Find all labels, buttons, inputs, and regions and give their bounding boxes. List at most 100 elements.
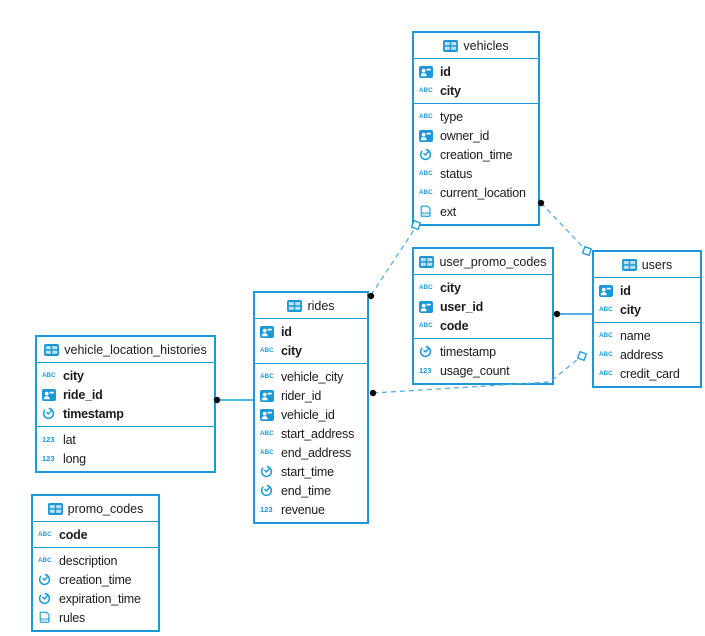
id-type-icon <box>419 300 436 313</box>
table-header[interactable]: promo_codes <box>33 496 158 522</box>
column-name: vehicle_id <box>281 407 335 422</box>
column-name: creation_time <box>59 572 132 587</box>
table-user_promo_codes[interactable]: user_promo_codes ABC city user_id ABC co… <box>412 247 554 385</box>
table-name: vehicle_location_histories <box>64 342 207 357</box>
column-name: vehicle_city <box>281 369 344 384</box>
column-name: end_address <box>281 445 352 460</box>
column-name: lat <box>63 432 76 447</box>
text-type-icon: ABC <box>260 373 274 380</box>
fields-section: 123 lat 123 long <box>37 427 214 471</box>
text-type-icon: ABC <box>38 531 52 538</box>
table-name: vehicles <box>463 38 509 53</box>
column-row-id: id <box>255 322 367 341</box>
table-name: users <box>641 257 673 272</box>
table-vehicle_location_histories[interactable]: vehicle_location_histories ABC city ride… <box>35 335 216 473</box>
column-row-rules: JSON rules <box>33 608 158 627</box>
table-rides[interactable]: rides id ABC city ABC vehicle_city rider… <box>253 291 369 524</box>
table-icon <box>419 255 435 268</box>
id-type-icon <box>260 389 277 402</box>
primary-key-section: id ABC city <box>414 59 538 104</box>
column-row-timestamp: timestamp <box>37 404 214 423</box>
timestamp-type-icon <box>42 407 59 420</box>
endpoint-dot <box>553 310 561 318</box>
column-row-city: ABC city <box>414 278 552 297</box>
timestamp-type-icon <box>38 573 55 586</box>
number-type-icon: 123 <box>42 435 55 444</box>
text-type-icon: ABC <box>599 332 613 339</box>
column-row-city: ABC city <box>594 300 700 319</box>
timestamp-type-icon <box>419 345 436 358</box>
text-type-icon: ABC <box>599 370 613 377</box>
column-row-expiration_time: expiration_time <box>33 589 158 608</box>
column-name: usage_count <box>440 363 510 378</box>
column-row-code: ABC code <box>33 525 158 544</box>
table-icon <box>443 39 459 52</box>
column-row-description: ABC description <box>33 551 158 570</box>
column-row-creation_time: creation_time <box>33 570 158 589</box>
column-row-id: id <box>594 281 700 300</box>
json-type-icon: JSON <box>38 611 55 624</box>
table-icon <box>47 502 63 515</box>
text-type-icon: ABC <box>599 351 613 358</box>
primary-key-section: ABC city ride_id timestamp <box>37 363 214 427</box>
column-name: ride_id <box>63 387 103 402</box>
column-row-ride_id: ride_id <box>37 385 214 404</box>
table-header[interactable]: rides <box>255 293 367 319</box>
column-row-type: ABC type <box>414 107 538 126</box>
table-icon <box>621 258 637 271</box>
column-name: expiration_time <box>59 591 141 606</box>
number-type-icon: 123 <box>260 505 273 514</box>
column-row-ext: JSON ext <box>414 202 538 221</box>
table-vehicles[interactable]: vehicles id ABC city ABC type owner_id c… <box>412 31 540 226</box>
table-name: user_promo_codes <box>439 254 547 269</box>
column-name: end_time <box>281 483 331 498</box>
column-row-revenue: 123 revenue <box>255 500 367 519</box>
table-header[interactable]: vehicle_location_histories <box>37 337 214 363</box>
column-name: address <box>620 347 664 362</box>
column-name: owner_id <box>440 128 490 143</box>
column-name: id <box>440 64 451 79</box>
column-name: city <box>620 302 641 317</box>
fields-section: ABC name ABC address ABC credit_card <box>594 323 700 386</box>
column-row-vehicle_id: vehicle_id <box>255 405 367 424</box>
timestamp-type-icon <box>260 484 277 497</box>
id-type-icon <box>599 284 616 297</box>
column-row-name: ABC name <box>594 326 700 345</box>
column-row-start_time: start_time <box>255 462 367 481</box>
relationship-user_promo_codes-users <box>553 310 592 318</box>
table-header[interactable]: users <box>594 252 700 278</box>
column-row-credit_card: ABC credit_card <box>594 364 700 383</box>
column-row-user_id: user_id <box>414 297 552 316</box>
column-row-city: ABC city <box>37 366 214 385</box>
text-type-icon: ABC <box>260 430 274 437</box>
endpoint-dot <box>369 389 377 397</box>
column-name: description <box>59 553 118 568</box>
number-type-icon: 123 <box>42 454 55 463</box>
text-type-icon: ABC <box>419 87 433 94</box>
endpoint-diamond <box>581 245 593 257</box>
column-name: city <box>281 343 302 358</box>
table-header[interactable]: user_promo_codes <box>414 249 552 275</box>
table-users[interactable]: users id ABC city ABC name ABC address A… <box>592 250 702 388</box>
column-row-current_location: ABC current_location <box>414 183 538 202</box>
fields-section: ABC description creation_time expiration… <box>33 548 158 630</box>
column-name: city <box>440 83 461 98</box>
column-name: start_time <box>281 464 334 479</box>
column-name: type <box>440 109 463 124</box>
table-name: promo_codes <box>67 501 144 516</box>
json-type-icon: JSON <box>419 205 436 218</box>
column-name: credit_card <box>620 366 680 381</box>
column-row-creation_time: creation_time <box>414 145 538 164</box>
table-header[interactable]: vehicles <box>414 33 538 59</box>
table-promo_codes[interactable]: promo_codes ABC code ABC description cre… <box>31 494 160 632</box>
column-name: city <box>440 280 461 295</box>
column-name: ext <box>440 204 457 219</box>
column-row-usage_count: 123 usage_count <box>414 361 552 380</box>
column-row-timestamp: timestamp <box>414 342 552 361</box>
id-type-icon <box>419 129 436 142</box>
column-name: city <box>63 368 84 383</box>
column-name: user_id <box>440 299 484 314</box>
column-name: id <box>620 283 631 298</box>
column-row-code: ABC code <box>414 316 552 335</box>
